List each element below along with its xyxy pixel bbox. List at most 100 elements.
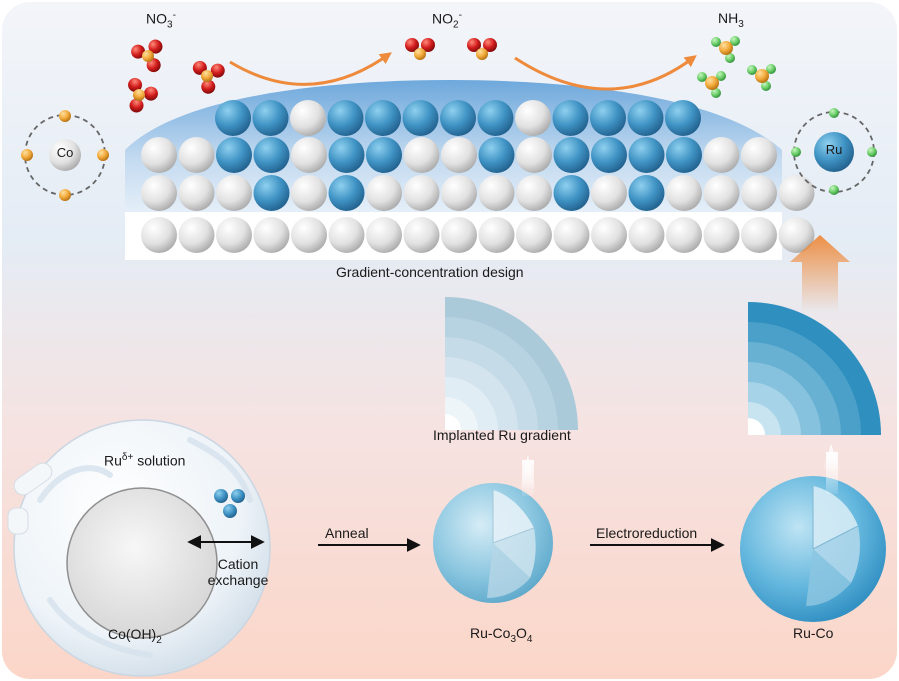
- co-lattice-atom: [516, 137, 552, 173]
- oxygen-atom: [210, 63, 225, 78]
- hydrogen-atom: [725, 53, 735, 63]
- oxygen-atom: [405, 38, 419, 52]
- co-lattice-atom: [441, 217, 477, 253]
- ru-lattice-atom: [327, 100, 364, 136]
- ru-atom-diagram: [791, 108, 877, 195]
- ru-lattice-atom: [666, 137, 702, 173]
- co-lattice-atom: [553, 217, 590, 253]
- co-oh2-core: [66, 487, 218, 639]
- co-lattice-atom: [778, 175, 815, 211]
- hydrogen-atom: [747, 65, 757, 75]
- oxygen-atom: [201, 79, 216, 94]
- ru-lattice-atom: [328, 175, 365, 211]
- co-lattice-atom: [591, 217, 627, 253]
- co-lattice-atom: [741, 137, 777, 173]
- nitrogen-atom: [133, 89, 145, 101]
- reaction-arrow-2: [514, 55, 697, 91]
- hydrogen-atom: [730, 36, 740, 46]
- ru-lattice-atom: [627, 100, 664, 136]
- co-lattice-atom: [741, 175, 777, 211]
- ru-lattice-atom: [591, 137, 627, 173]
- ru-lattice-atom: [665, 100, 701, 136]
- co-electron: [59, 110, 71, 122]
- hydrogen-atom: [761, 81, 771, 91]
- co-lattice-atom: [328, 217, 365, 253]
- oxygen-atom: [131, 44, 146, 59]
- co-lattice-atom: [666, 217, 702, 253]
- ru-lattice-atom: [402, 100, 439, 136]
- ru-co-sphere: [740, 444, 886, 622]
- ru-lattice-atom: [440, 100, 476, 136]
- anneal-label: Anneal: [325, 525, 369, 541]
- ru-ion: [223, 504, 237, 518]
- ru-atom-label: Ru: [825, 142, 843, 157]
- oxygen-atom: [146, 58, 161, 73]
- co-oh2-particle: [7, 419, 271, 677]
- co-lattice-atom: [291, 137, 327, 173]
- co-electron: [97, 149, 109, 161]
- nitrogen-atom: [201, 70, 213, 82]
- co-lattice-atom: [703, 175, 740, 211]
- co-lattice-atom: [216, 175, 252, 211]
- co-lattice-atom: [441, 137, 477, 173]
- hydrogen-atom: [711, 37, 721, 47]
- ru-electron: [829, 108, 839, 118]
- ru-lattice-atom: [253, 175, 290, 211]
- ru-ion: [214, 489, 228, 503]
- ru-nucleus: [814, 132, 854, 172]
- co-lattice-atom: [516, 175, 552, 211]
- co-nucleus: [49, 139, 81, 171]
- ammonia-label: NH3: [718, 10, 744, 30]
- co-lattice-atom: [141, 217, 177, 253]
- ru-lattice-atom: [366, 137, 402, 173]
- co-lattice-atom: [478, 217, 515, 253]
- ru-lattice-atom: [477, 100, 514, 136]
- hydrogen-atom: [697, 72, 707, 82]
- gradient-design-caption: Gradient-concentration design: [336, 264, 524, 280]
- ru-electron: [829, 185, 839, 195]
- co-lattice-atom: [253, 217, 290, 253]
- nitrate-molecules: [128, 39, 225, 113]
- co-lattice-atom: [591, 175, 627, 211]
- nitrogen-atom: [705, 76, 719, 90]
- ru-electron: [791, 147, 801, 157]
- hydrogen-atom: [716, 71, 726, 81]
- oxygen-atom: [421, 38, 435, 52]
- quarter-gradient-middle: [445, 297, 578, 430]
- co-lattice-atom: [291, 175, 327, 211]
- implanted-gradient-caption: Implanted Ru gradient: [433, 427, 571, 443]
- co-lattice-atom: [141, 137, 177, 173]
- nitrite-label: NO2-: [432, 10, 462, 31]
- ru-ion: [231, 489, 245, 503]
- ru-lattice-atom: [216, 137, 252, 173]
- ru-solution-label: Ruδ+ solution: [104, 452, 186, 469]
- co-lattice-atom: [441, 175, 477, 211]
- ru-lattice-atom: [253, 137, 290, 173]
- nitrogen-atom: [719, 41, 733, 55]
- ru-co-label: Ru-Co: [793, 625, 834, 641]
- hydrogen-atom: [711, 88, 721, 98]
- ru-lattice-atom: [365, 100, 401, 136]
- co-lattice-atom: [178, 175, 215, 211]
- ru-lattice-atom: [590, 100, 626, 136]
- hydrogen-atom: [766, 64, 776, 74]
- co-lattice-atom: [178, 137, 215, 173]
- co-lattice-atom: [216, 217, 252, 253]
- co-lattice-atom: [628, 217, 665, 253]
- co-atom-label: Co: [56, 145, 74, 160]
- upward-arrow: [790, 235, 850, 312]
- quarter-gradient-right: [748, 302, 881, 435]
- nitrate-molecule: [192, 60, 225, 94]
- co-lattice-atom: [291, 217, 327, 253]
- nitrite-molecule: [405, 38, 435, 60]
- co-lattice-atom: [141, 175, 177, 211]
- ru-lattice-atom: [328, 137, 365, 173]
- co-lattice-atom: [778, 217, 815, 253]
- nitrite-molecule: [467, 38, 497, 60]
- ru-lattice-atom: [215, 100, 251, 136]
- ru-lattice-atom: [628, 175, 665, 211]
- atomic-lattice: [141, 100, 815, 253]
- nitrogen-atom: [414, 48, 426, 60]
- ammonia-molecule: [747, 64, 776, 91]
